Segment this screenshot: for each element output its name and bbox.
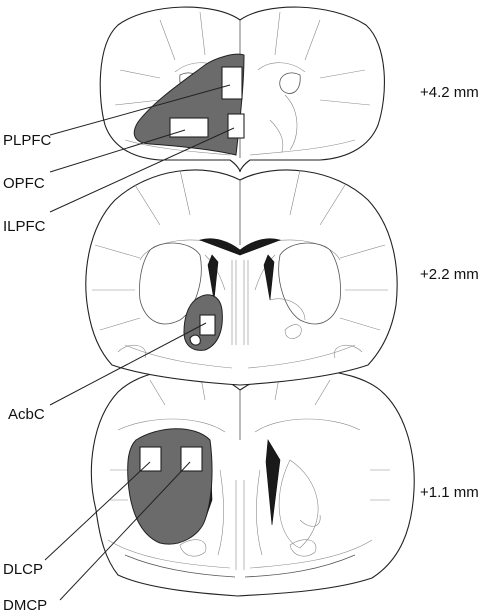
sample-box-acbc: [199, 314, 216, 336]
sample-box-dlcp: [139, 446, 162, 472]
sample-box-opfc: [169, 117, 209, 138]
region-labels: PLPFC OPFC ILPFC AcbC DLCP DMCP: [3, 132, 52, 614]
section-2-outline: [85, 169, 398, 386]
label-plpfc: PLPFC: [3, 132, 52, 149]
sample-box-plpfc: [221, 66, 243, 100]
section-3-coronal: [90, 369, 415, 597]
sample-box-ilpfc: [227, 113, 245, 139]
leader-acbc: [49, 322, 207, 406]
section-2-ventricle-right: [263, 254, 275, 301]
label-dmcp: DMCP: [3, 597, 47, 614]
leader-dmcp: [59, 461, 191, 601]
leader-opfc: [49, 129, 186, 173]
leader-ilpfc: [49, 127, 235, 213]
level-label-section-2: +2.2 mm: [420, 266, 479, 283]
section-1-prefrontal-cortex: [133, 53, 245, 156]
label-acbc: AcbC: [8, 406, 45, 423]
section-3-ventricle-right: [265, 439, 281, 526]
section-1-coronal: [99, 6, 385, 173]
level-labels: +4.2 mm +2.2 mm +1.1 mm: [420, 84, 479, 501]
sample-box-dmcp: [180, 446, 203, 472]
label-opfc: OPFC: [3, 175, 45, 192]
leader-plpfc: [49, 84, 231, 136]
leader-dlcp: [44, 461, 151, 561]
label-ilpfc: ILPFC: [3, 218, 46, 235]
label-dlcp: DLCP: [3, 561, 43, 578]
level-label-section-3: +1.1 mm: [420, 484, 479, 501]
section-2-coronal: [85, 169, 398, 386]
level-label-section-1: +4.2 mm: [420, 84, 479, 101]
leader-lines: [44, 84, 235, 601]
